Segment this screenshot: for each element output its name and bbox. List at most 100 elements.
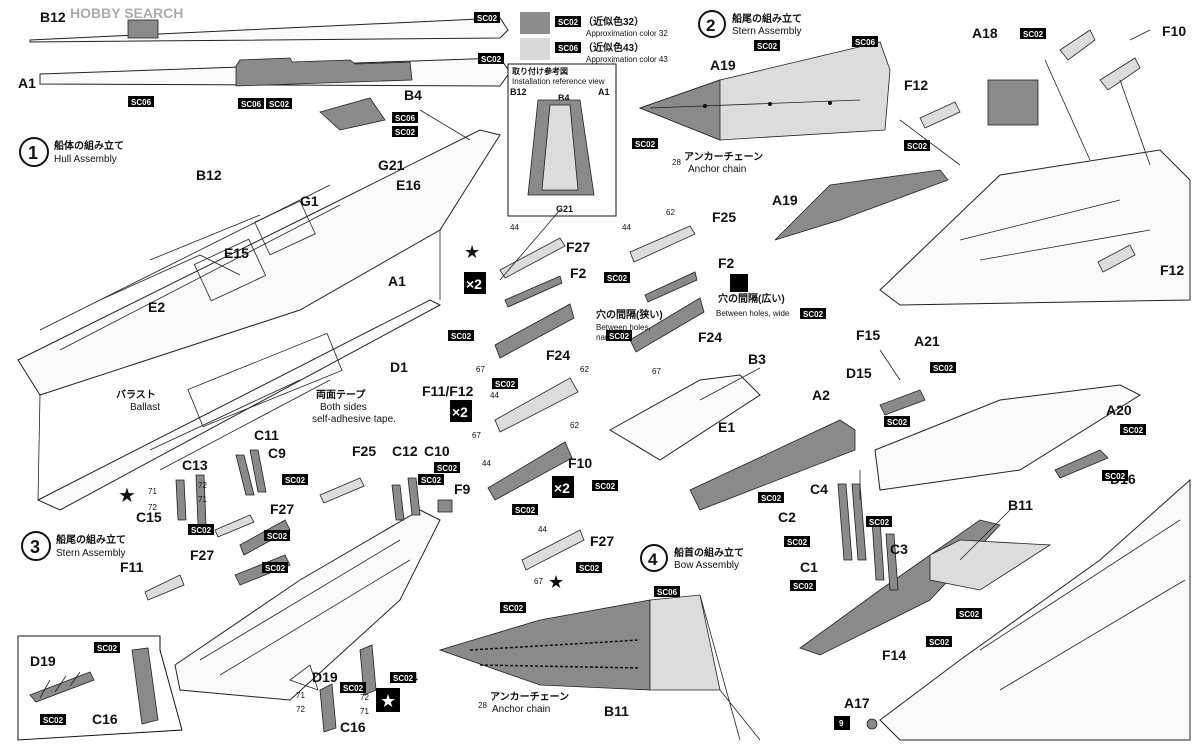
sc-c10: SC02 — [434, 462, 460, 473]
sc-boat-e: SC02 — [512, 504, 538, 515]
sc-top-1: SC02 — [474, 12, 500, 23]
sc-inset1: SC02 — [94, 642, 120, 653]
svg-text:SC02: SC02 — [267, 532, 288, 541]
color-legend: SC02 （近似色32） Approximation color 32 SC06… — [520, 12, 668, 64]
num-44-c: 44 — [490, 391, 499, 400]
part-label-e15: E15 — [224, 245, 249, 261]
anchor-num-top: 28 — [672, 158, 681, 167]
part-label-c3: C3 — [890, 541, 908, 557]
svg-text:SC02: SC02 — [437, 464, 458, 473]
step-2-title-ja: 船尾の組み立て — [732, 12, 802, 25]
part-label-f9: F9 — [454, 481, 471, 497]
part-label-d19: D19 — [30, 653, 56, 669]
installation-reference-inset: 取り付け参考図 Installation reference view B12 … — [507, 63, 617, 217]
num-44-d: 44 — [482, 459, 491, 468]
svg-text:SC02: SC02 — [595, 482, 616, 491]
anchor-ja-top: アンカーチェーン — [684, 151, 763, 163]
num-67-b: 67 — [652, 367, 661, 376]
num-62-c: 62 — [570, 421, 579, 430]
svg-text:SC02: SC02 — [609, 332, 630, 341]
part-label-c10: C10 — [424, 443, 450, 459]
num-71-d: 71 — [360, 707, 369, 716]
wide-ja: 穴の間隔(広い) — [718, 292, 785, 305]
sc-top-5: SC02 — [266, 98, 292, 109]
stern-deck-drawing — [638, 41, 891, 141]
x2-box-2 — [450, 400, 472, 422]
sc-f27c: SC02 — [264, 530, 290, 541]
part-label-a2: A2 — [812, 387, 830, 403]
sc-c10b: SC02 — [418, 474, 444, 485]
sc-d15: SC02 — [884, 416, 910, 427]
num-67-d: 67 — [534, 577, 543, 586]
num-9-box — [834, 716, 850, 730]
step-2-marker: 2 船尾の組み立て Stern Assembly — [698, 10, 802, 38]
midship-structure — [609, 374, 856, 511]
svg-text:SC02: SC02 — [579, 564, 600, 573]
star-mark-3: ★ — [118, 485, 136, 507]
sc-c9: SC02 — [282, 474, 308, 485]
svg-text:SC06: SC06 — [558, 44, 579, 53]
part-label-d15: D15 — [846, 365, 872, 381]
sc-c15: SC02 — [188, 524, 214, 535]
part-label-b12-top: B12 — [40, 9, 66, 25]
sc-c1: SC02 — [790, 580, 816, 591]
step-4-title-en: Bow Assembly — [674, 560, 739, 571]
x2-box-1 — [464, 272, 486, 294]
part-label-a19: A19 — [772, 192, 798, 208]
part-label-c12: C12 — [392, 443, 418, 459]
stern-assembly-drawing — [774, 29, 1191, 306]
tape-en2: self-adhesive tape. — [312, 414, 396, 425]
part-label-f25-a: F25 — [712, 209, 736, 225]
num-44-a: 44 — [510, 223, 519, 232]
svg-text:4: 4 — [648, 550, 658, 569]
sc-boat-f: SC02 — [576, 562, 602, 573]
svg-text:SC02: SC02 — [269, 100, 290, 109]
part-label-c13: C13 — [182, 457, 208, 473]
anchor-num-bottom: 28 — [478, 701, 487, 710]
svg-text:SC02: SC02 — [887, 418, 908, 427]
part-label-d19-b: D19 — [312, 669, 338, 685]
legend-sc02-ja: （近似色32） — [583, 15, 644, 28]
step-3-marker: 3 船尾の組み立て Stern Assembly — [21, 531, 126, 561]
sc-c2: SC02 — [784, 536, 810, 547]
svg-text:Installation reference view: Installation reference view — [512, 77, 605, 86]
svg-text:SC02: SC02 — [477, 14, 498, 23]
step-4-title-ja: 船首の組み立て — [674, 546, 744, 559]
svg-text:SC06: SC06 — [131, 98, 152, 107]
svg-text:SC02: SC02 — [43, 716, 64, 725]
narrow-ja: 穴の間隔(狭い) — [596, 308, 663, 321]
star-mark-1: ★ — [464, 242, 480, 262]
svg-text:SC02: SC02 — [761, 494, 782, 503]
ballast-ja: バラスト — [116, 389, 156, 401]
num-67-a: 67 — [476, 365, 485, 374]
part-label-b4: B4 — [404, 87, 422, 103]
svg-text:SC02: SC02 — [929, 638, 950, 647]
part-label-f11f12: F11/F12 — [422, 383, 474, 399]
narrow-en1: Between holes, — [596, 323, 651, 332]
part-label-e1: E1 — [718, 419, 735, 435]
svg-text:B4: B4 — [558, 93, 570, 103]
svg-text:SC02: SC02 — [1105, 472, 1126, 481]
part-label-a17: A17 — [844, 695, 870, 711]
num-9: 9 — [839, 719, 844, 728]
part-label-b3: B3 — [748, 351, 766, 367]
boats-left-stack — [487, 237, 585, 571]
svg-text:SC02: SC02 — [191, 526, 212, 535]
num-44-b: 44 — [622, 223, 631, 232]
part-label-c16-b: C16 — [340, 719, 366, 735]
svg-text:SC02: SC02 — [1023, 30, 1044, 39]
sc-f14: SC02 — [926, 636, 952, 647]
part-label-f15: F15 — [856, 327, 880, 343]
part-label-e16: E16 — [396, 177, 421, 193]
svg-text:SC02: SC02 — [907, 142, 928, 151]
num-44-e: 44 — [538, 525, 547, 534]
svg-text:SC02: SC02 — [959, 610, 980, 619]
legend-sc06-en: Approximation color 43 — [586, 55, 668, 64]
svg-text:SC02: SC02 — [607, 274, 628, 283]
svg-text:SC02: SC02 — [869, 518, 890, 527]
bow-assembly-drawing — [799, 478, 1191, 741]
num-72-c: 72 — [296, 705, 305, 714]
sc-step2-2: SC06 — [852, 36, 878, 47]
hull-assembly-drawing — [17, 97, 501, 511]
